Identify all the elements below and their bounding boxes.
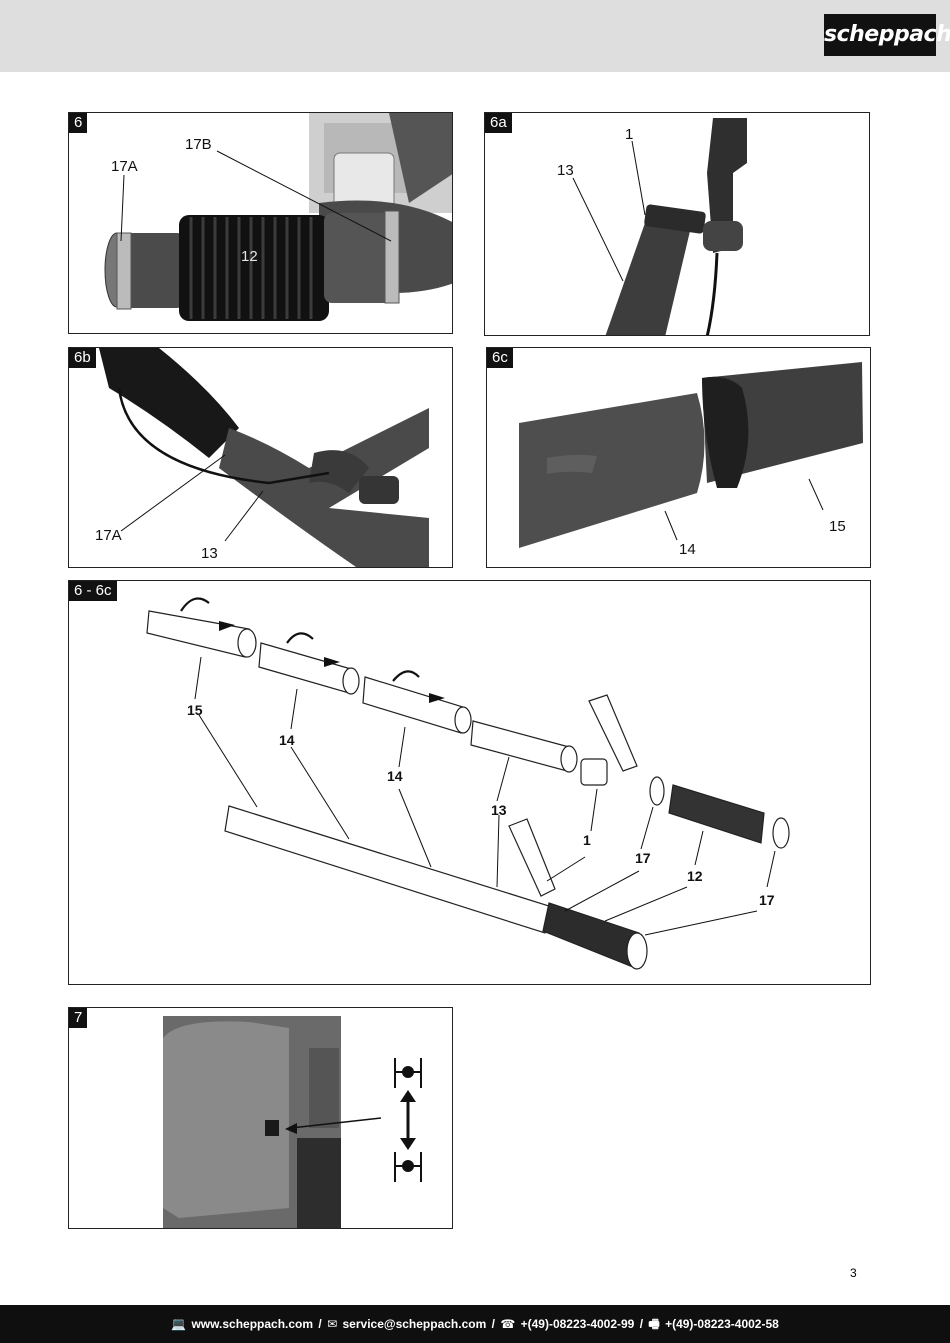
figure-6a-photo: 1 13 bbox=[557, 118, 747, 335]
label-14: 14 bbox=[279, 732, 295, 748]
label-17: 17 bbox=[759, 892, 775, 908]
email-link[interactable]: service@scheppach.com bbox=[342, 1317, 487, 1331]
footer-bar: 💻 www.scheppach.com / ✉ service@scheppac… bbox=[0, 1305, 950, 1343]
label-17a: 17A bbox=[111, 158, 138, 175]
figure-tag: 7 bbox=[69, 1008, 88, 1028]
figure-7: 7 bbox=[68, 1007, 453, 1229]
figure-6: 6 17A 17B 12 bbox=[68, 112, 453, 334]
label-13: 13 bbox=[491, 802, 507, 818]
figure-6b-photo: 17A 13 bbox=[95, 348, 429, 567]
header-bar: scheppach bbox=[0, 0, 950, 72]
figure-tag: 6c bbox=[487, 348, 513, 368]
label-15: 15 bbox=[187, 702, 203, 718]
computer-icon: 💻 bbox=[171, 1317, 187, 1331]
label-12: 12 bbox=[241, 248, 258, 265]
separator: / bbox=[491, 1317, 495, 1331]
label-1: 1 bbox=[625, 126, 633, 143]
label-13: 13 bbox=[557, 162, 574, 179]
label-15: 15 bbox=[829, 518, 846, 535]
figure-6-6c-drawing: 15 14 14 13 1 17 12 17 bbox=[146, 597, 790, 970]
figure-6c-photo: 15 14 bbox=[519, 362, 863, 558]
figure-tag: 6b bbox=[69, 348, 96, 368]
figure-6a: 6a 1 13 bbox=[484, 112, 870, 336]
label-17a: 17A bbox=[95, 527, 122, 544]
figure-tag: 6 - 6c bbox=[69, 581, 117, 601]
figure-6-photo: 17A 17B 12 bbox=[104, 113, 452, 321]
phone-number: +(49)-08223-4002-99 bbox=[520, 1317, 635, 1331]
label-17: 17 bbox=[635, 850, 651, 866]
fax-icon: 🖷 bbox=[648, 1317, 660, 1331]
separator: / bbox=[639, 1317, 644, 1331]
label-14: 14 bbox=[679, 541, 696, 558]
fax-number: +(49)-08223-4002-58 bbox=[665, 1317, 779, 1331]
figure-6-6c: 6 - 6c bbox=[68, 580, 871, 985]
label-14: 14 bbox=[387, 768, 403, 784]
figure-6b: 6b 17A 13 bbox=[68, 347, 453, 568]
label-12: 12 bbox=[687, 868, 703, 884]
label-13: 13 bbox=[201, 545, 218, 562]
label-17b: 17B bbox=[185, 136, 212, 153]
figure-7-photo bbox=[163, 1016, 422, 1228]
figure-tag: 6 bbox=[69, 113, 88, 133]
label-1: 1 bbox=[583, 832, 591, 848]
mail-icon: ✉ bbox=[327, 1317, 338, 1331]
figure-tag: 6a bbox=[485, 113, 512, 133]
figure-6c: 6c 15 14 bbox=[486, 347, 871, 568]
page-number: 3 bbox=[850, 1266, 857, 1280]
brand-logo: scheppach bbox=[824, 14, 950, 56]
website-link[interactable]: www.scheppach.com bbox=[191, 1317, 314, 1331]
phone-icon: ☎ bbox=[500, 1317, 516, 1331]
separator: / bbox=[318, 1317, 322, 1331]
